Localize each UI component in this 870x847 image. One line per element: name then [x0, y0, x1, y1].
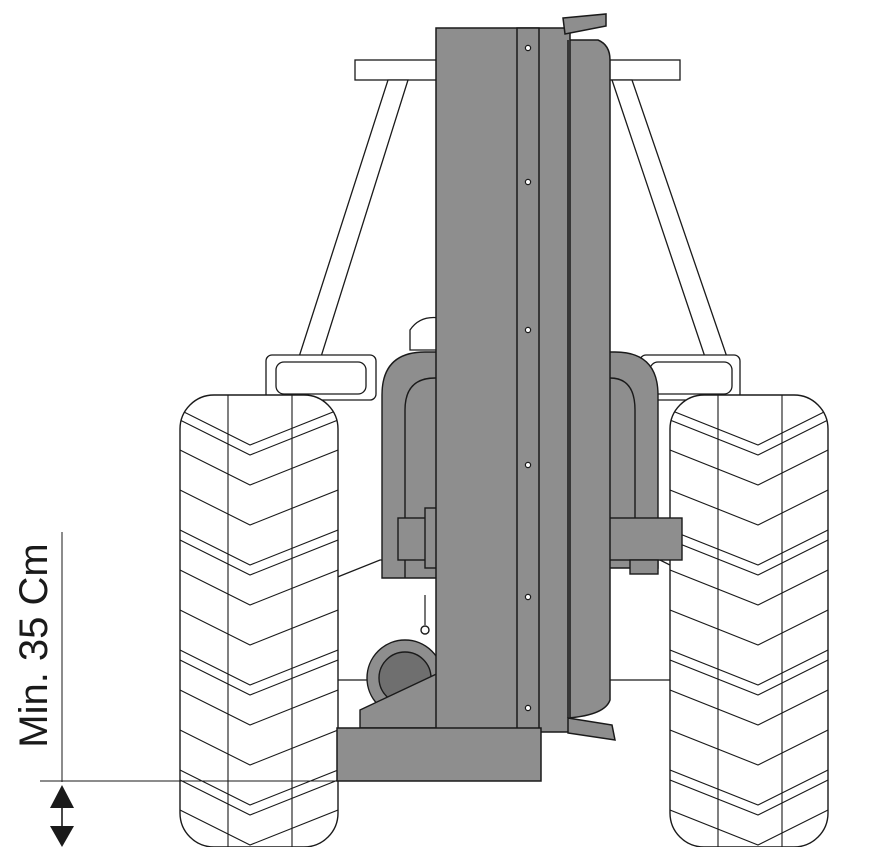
bolt [524, 178, 532, 186]
dimension-label: Min. 35 Cm [6, 520, 62, 770]
hydraulic-hood [381, 351, 659, 579]
bolt [524, 593, 532, 601]
bolt [524, 461, 532, 469]
left-tire [179, 394, 339, 847]
pto-gearbox [359, 595, 446, 729]
bolt-row [524, 44, 532, 712]
skid-plate [336, 727, 542, 782]
min-clearance-text: Min. 35 Cm [11, 542, 56, 748]
bolt [524, 326, 532, 334]
right-tire [669, 394, 829, 847]
mulcher-body [435, 13, 616, 741]
bolt [524, 704, 532, 712]
dimension-arrow [50, 785, 74, 847]
bolt [524, 44, 532, 52]
